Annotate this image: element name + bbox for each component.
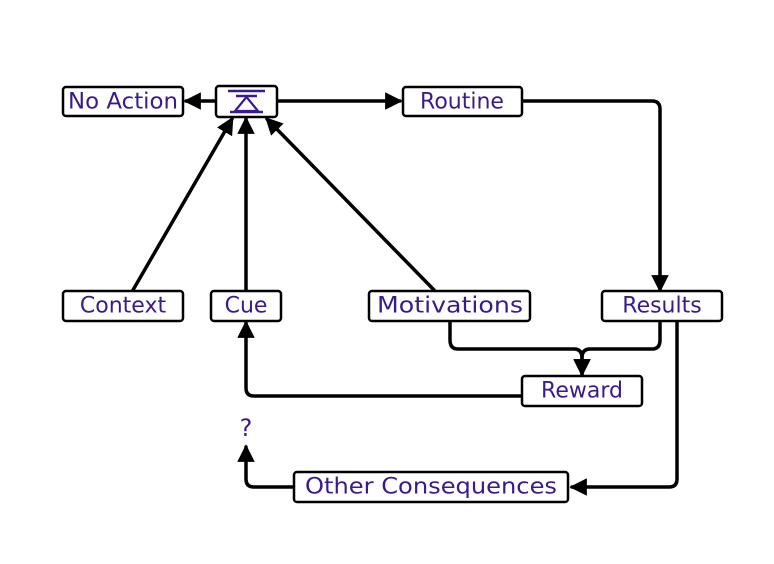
label-results: Results	[622, 294, 701, 319]
node-routine: Routine	[401, 85, 524, 118]
label-reward: Reward	[541, 379, 623, 404]
node-no-action: No Action	[61, 85, 185, 118]
label-no-action: No Action	[68, 90, 178, 115]
label-motivations: Motivations	[377, 294, 523, 319]
edge-results-to-reward	[573, 319, 662, 377]
label-context: Context	[80, 294, 167, 319]
node-motivations: Motivations	[367, 289, 532, 323]
label-routine: Routine	[420, 90, 504, 115]
node-context: Context	[61, 289, 185, 323]
edge-reward-to-cue	[237, 320, 524, 398]
edge-other-consequences-to-question	[237, 444, 296, 489]
node-results: Results	[600, 289, 724, 323]
node-reward: Reward	[520, 374, 644, 408]
label-question: ?	[240, 414, 253, 442]
edge-context-to-decision	[131, 116, 234, 292]
node-cue: Cue	[209, 289, 283, 323]
edge-routine-to-results	[520, 99, 669, 293]
edge-results-to-other-consequences	[569, 319, 679, 496]
edges	[131, 92, 679, 496]
balance-scale-icon	[228, 89, 265, 114]
label-cue: Cue	[225, 294, 268, 319]
decision-node	[214, 84, 279, 119]
node-question: ?	[240, 414, 253, 442]
edge-motivations-to-reward	[448, 319, 591, 377]
edge-motivations-to-decision	[265, 117, 436, 292]
node-other-consequences: Other Consequences	[292, 470, 570, 504]
label-other-consequences: Other Consequences	[305, 475, 557, 500]
